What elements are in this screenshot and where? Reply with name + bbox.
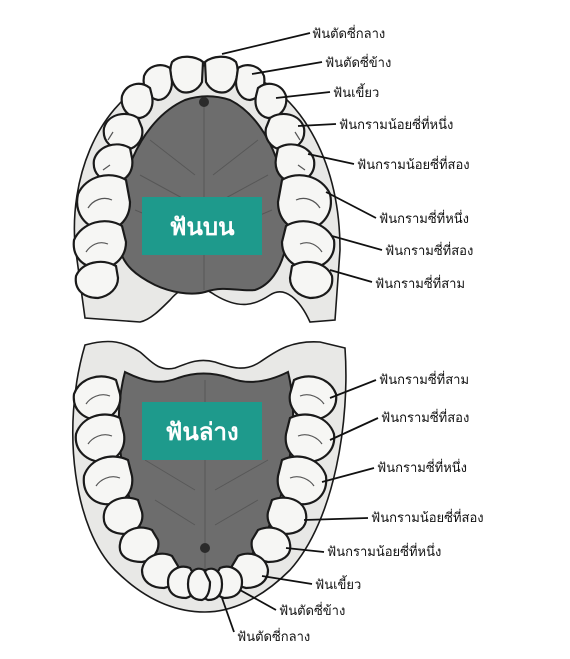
label-lower-second-premolar: ฟันกรามน้อยซี่ที่สอง xyxy=(371,509,484,526)
leader-upper-2 xyxy=(275,91,331,99)
label-upper-first-molar: ฟันกรามซี่ที่หนึ่ง xyxy=(379,210,469,227)
lower-central-incisor-left xyxy=(186,567,212,602)
upper-second-molar-right xyxy=(280,220,336,270)
leader-lower-2 xyxy=(321,467,375,483)
label-upper-lateral-incisor: ฟันตัดซี่ข้าง xyxy=(325,54,391,71)
upper-arch-badge: ฟันบน xyxy=(142,197,262,255)
label-upper-third-molar: ฟันกรามซี่ที่สาม xyxy=(375,275,465,292)
leader-upper-0 xyxy=(221,32,311,55)
lower-first-molar-right xyxy=(276,455,328,506)
lower-labels: ฟันกรามซี่ที่สาม ฟันกรามซี่ที่สอง ฟันกรา… xyxy=(237,371,484,645)
upper-second-molar-left xyxy=(72,220,128,270)
upper-arch-title: ฟันบน xyxy=(169,213,235,241)
label-upper-second-molar: ฟันกรามซี่ที่สอง xyxy=(385,242,473,259)
leader-upper-5 xyxy=(325,191,377,219)
leader-upper-4 xyxy=(307,153,355,165)
upper-arch-badge-bg xyxy=(142,197,262,255)
label-lower-second-molar: ฟันกรามซี่ที่สอง xyxy=(381,409,469,426)
leader-lower-6 xyxy=(239,589,277,611)
leader-lower-7 xyxy=(221,597,235,633)
upper-first-molar-right xyxy=(276,174,332,232)
leader-lower-0 xyxy=(329,379,377,399)
leader-lower-4 xyxy=(285,547,325,553)
upper-third-molar-left xyxy=(74,260,120,300)
upper-teeth-left xyxy=(72,55,205,300)
lower-lingual-point xyxy=(200,543,210,553)
upper-central-incisor-right xyxy=(203,55,239,94)
lower-third-molar-right xyxy=(288,375,338,422)
leader-lower-5 xyxy=(261,575,313,585)
upper-third-molar-right xyxy=(288,260,334,300)
label-lower-central-incisor: ฟันตัดซี่กลาง xyxy=(237,628,310,645)
upper-leader-lines xyxy=(221,32,383,283)
upper-arch: ฟันบน ฟันตัดซี่กลาง ฟันตัดซี่ข้าง ฟันเขี… xyxy=(72,25,473,323)
lower-second-premolar-right xyxy=(266,496,308,536)
lower-teeth-left xyxy=(72,375,212,602)
lower-arch-badge: ฟันล่าง xyxy=(142,402,262,460)
label-upper-canine: ฟันเขี้ยว xyxy=(333,83,379,101)
lower-third-molar-left xyxy=(72,375,122,422)
label-lower-first-molar: ฟันกรามซี่ที่หนึ่ง xyxy=(377,459,467,476)
label-lower-lateral-incisor: ฟันตัดซี่ข้าง xyxy=(279,602,345,619)
leader-upper-1 xyxy=(251,61,323,75)
lower-second-molar-right xyxy=(284,413,336,464)
upper-incisive-papilla xyxy=(199,97,209,107)
lower-leader-lines xyxy=(221,379,379,633)
label-upper-central-incisor: ฟันตัดซี่กลาง xyxy=(312,25,385,42)
upper-teeth-right xyxy=(203,55,336,300)
lower-teeth-right xyxy=(198,375,338,602)
lower-first-molar-left xyxy=(82,455,134,506)
upper-central-incisor-left xyxy=(169,55,205,94)
leader-lower-1 xyxy=(329,417,379,441)
label-lower-canine: ฟันเขี้ยว xyxy=(315,575,361,593)
label-upper-second-premolar: ฟันกรามน้อยซี่ที่สอง xyxy=(357,156,470,173)
lower-second-premolar-left xyxy=(102,496,144,536)
lower-first-premolar-left xyxy=(118,526,160,564)
lower-first-premolar-right xyxy=(250,526,292,564)
lower-second-molar-left xyxy=(74,413,126,464)
label-lower-first-premolar: ฟันกรามน้อยซี่ที่หนึ่ง xyxy=(327,543,441,560)
lower-arch-title: ฟันล่าง xyxy=(165,418,238,446)
leader-upper-7 xyxy=(329,269,373,283)
lower-arch: ฟันล่าง ฟันกรามซี่ที่สาม ฟันกรามซี่ที่สอ… xyxy=(72,340,484,645)
label-upper-first-premolar: ฟันกรามน้อยซี่ที่หนึ่ง xyxy=(339,116,453,133)
leader-upper-6 xyxy=(331,235,383,251)
label-lower-third-molar: ฟันกรามซี่ที่สาม xyxy=(379,371,469,388)
leader-upper-3 xyxy=(297,123,337,127)
leader-lower-3 xyxy=(303,517,369,521)
upper-labels: ฟันตัดซี่กลาง ฟันตัดซี่ข้าง ฟันเขี้ยว ฟั… xyxy=(312,25,473,292)
upper-first-molar-left xyxy=(76,174,132,232)
lower-arch-badge-bg xyxy=(142,402,262,460)
